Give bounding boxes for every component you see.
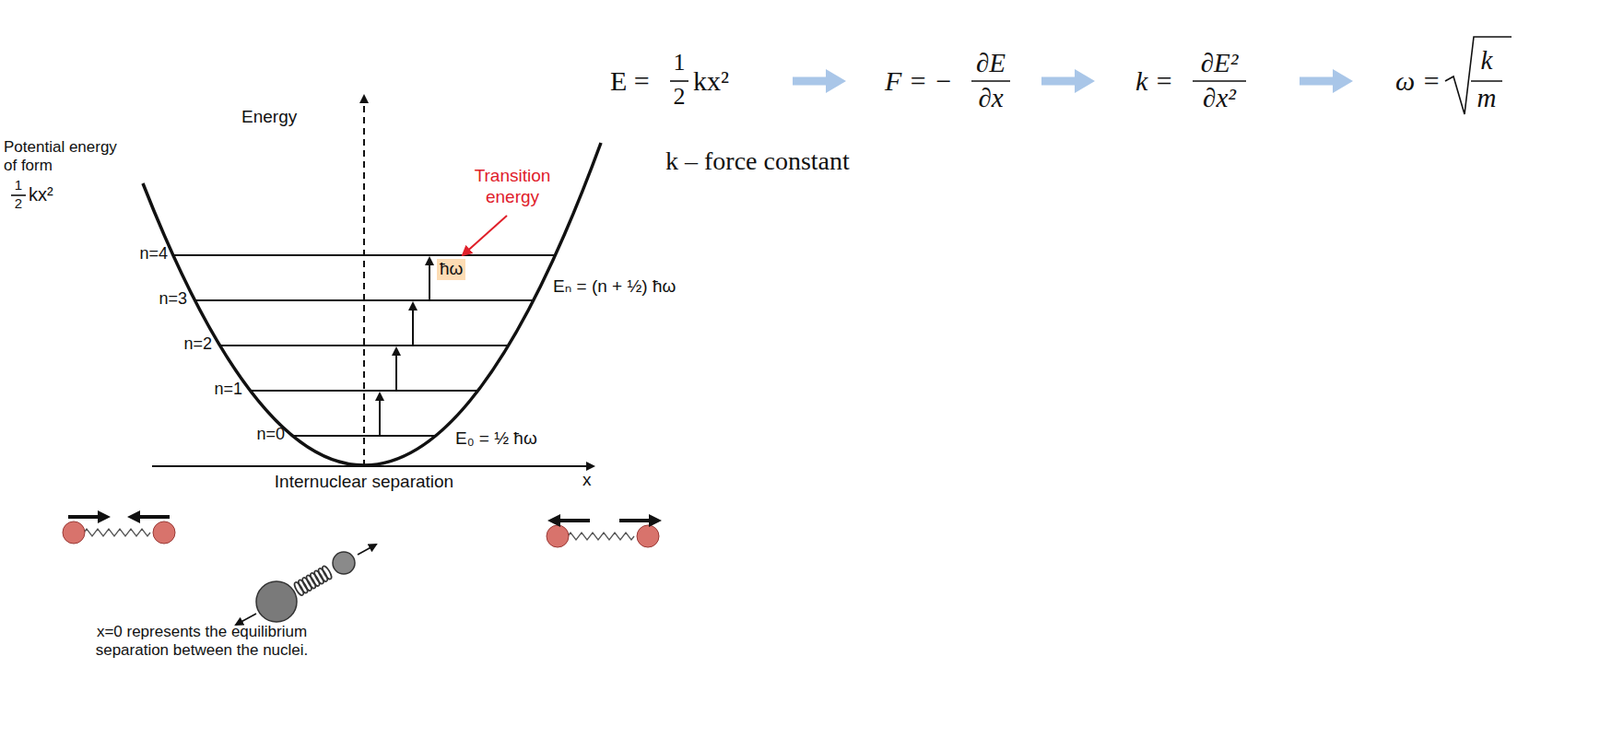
caption-note: x=0 represents the equilibrium separatio… bbox=[86, 623, 318, 661]
fraction-numerator: 1 bbox=[14, 176, 23, 194]
formula-term: kx² bbox=[28, 183, 54, 206]
level-label: n=1 bbox=[213, 379, 243, 400]
fraction-denominator: m bbox=[1477, 82, 1497, 115]
fraction-denominator: ∂x² bbox=[1202, 82, 1236, 115]
axis-label: Internuclear separation bbox=[274, 471, 454, 494]
energy-formula: E₀ = ½ ħω bbox=[455, 428, 538, 450]
definition-note: k – force constant bbox=[665, 145, 850, 177]
fraction-numerator: ∂E bbox=[976, 47, 1006, 80]
molecule-compressed bbox=[62, 517, 176, 544]
fraction-denominator: 2 bbox=[673, 82, 686, 111]
molecule-stretched bbox=[546, 520, 659, 548]
level-label: n=0 bbox=[256, 424, 285, 446]
fraction-numerator: k bbox=[1481, 44, 1494, 77]
axis-label: x bbox=[582, 470, 592, 492]
formula-term: kx² bbox=[693, 64, 730, 98]
transition-arrows bbox=[379, 258, 430, 436]
energy-formula: Eₙ = (n + ½) ħω bbox=[552, 276, 676, 298]
fraction-numerator: ∂E² bbox=[1200, 47, 1239, 80]
formula-term: k = bbox=[1135, 64, 1174, 98]
formula-term: E = bbox=[610, 64, 650, 98]
flow-arrows bbox=[792, 81, 1337, 83]
energy-levels bbox=[173, 255, 555, 436]
formula-term: ω = bbox=[1395, 64, 1441, 98]
fraction-bars bbox=[11, 36, 1512, 196]
energy-axis bbox=[363, 95, 365, 467]
fraction-denominator: 2 bbox=[14, 195, 23, 212]
axis-label: Energy bbox=[241, 106, 297, 129]
level-label: n=3 bbox=[158, 289, 188, 310]
leader-line bbox=[462, 215, 507, 256]
potential-curve bbox=[142, 142, 601, 466]
mass-spring bbox=[235, 544, 377, 625]
formula-term: F = − bbox=[884, 64, 953, 98]
quantum-label: ħω bbox=[436, 258, 466, 281]
level-label: n=4 bbox=[139, 244, 168, 265]
level-label: n=2 bbox=[183, 334, 212, 355]
fraction-denominator: ∂x bbox=[977, 82, 1003, 115]
axis-title: Potential energy of form bbox=[3, 138, 129, 177]
fraction-numerator: 1 bbox=[673, 47, 686, 77]
annotation: Transition energy bbox=[466, 165, 559, 209]
